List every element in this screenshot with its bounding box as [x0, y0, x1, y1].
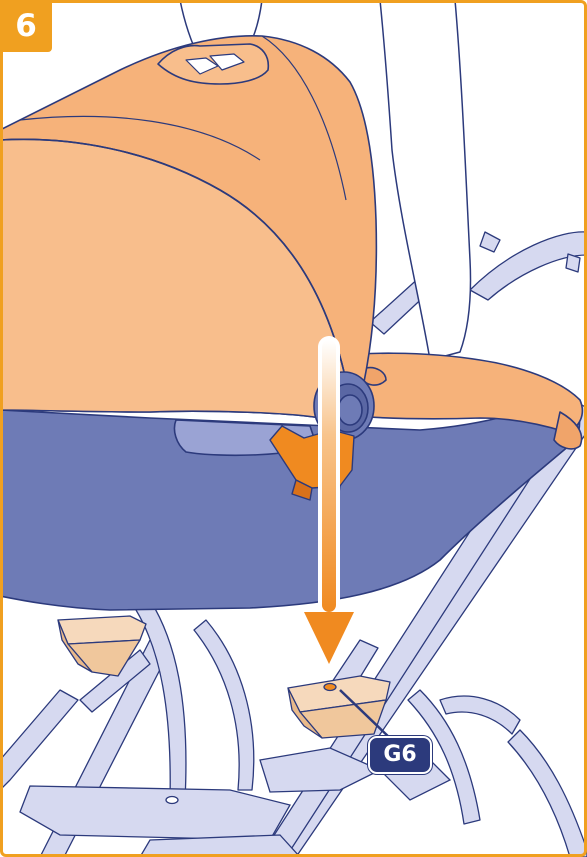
- bassinet-body: [0, 396, 579, 610]
- callout-label-g6: G6: [368, 736, 432, 774]
- receiver-g6: [288, 676, 390, 738]
- step-number-badge: 6: [0, 0, 52, 52]
